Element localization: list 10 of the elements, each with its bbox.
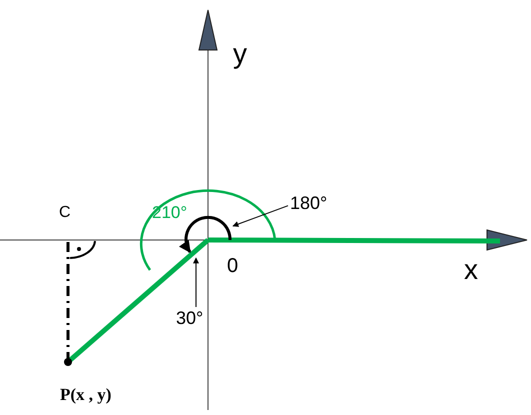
leader-line [232, 205, 288, 227]
axis-label: y [233, 40, 247, 68]
axis-label: x [464, 256, 478, 284]
angle-label: 180° [290, 194, 328, 212]
angle-label: 30° [176, 309, 204, 327]
leader-line [193, 257, 199, 308]
point-label: P(x , y) [60, 386, 112, 403]
point-label: C [59, 205, 71, 221]
angle-label: 210° [152, 204, 188, 221]
origin-label: 0 [227, 256, 238, 276]
